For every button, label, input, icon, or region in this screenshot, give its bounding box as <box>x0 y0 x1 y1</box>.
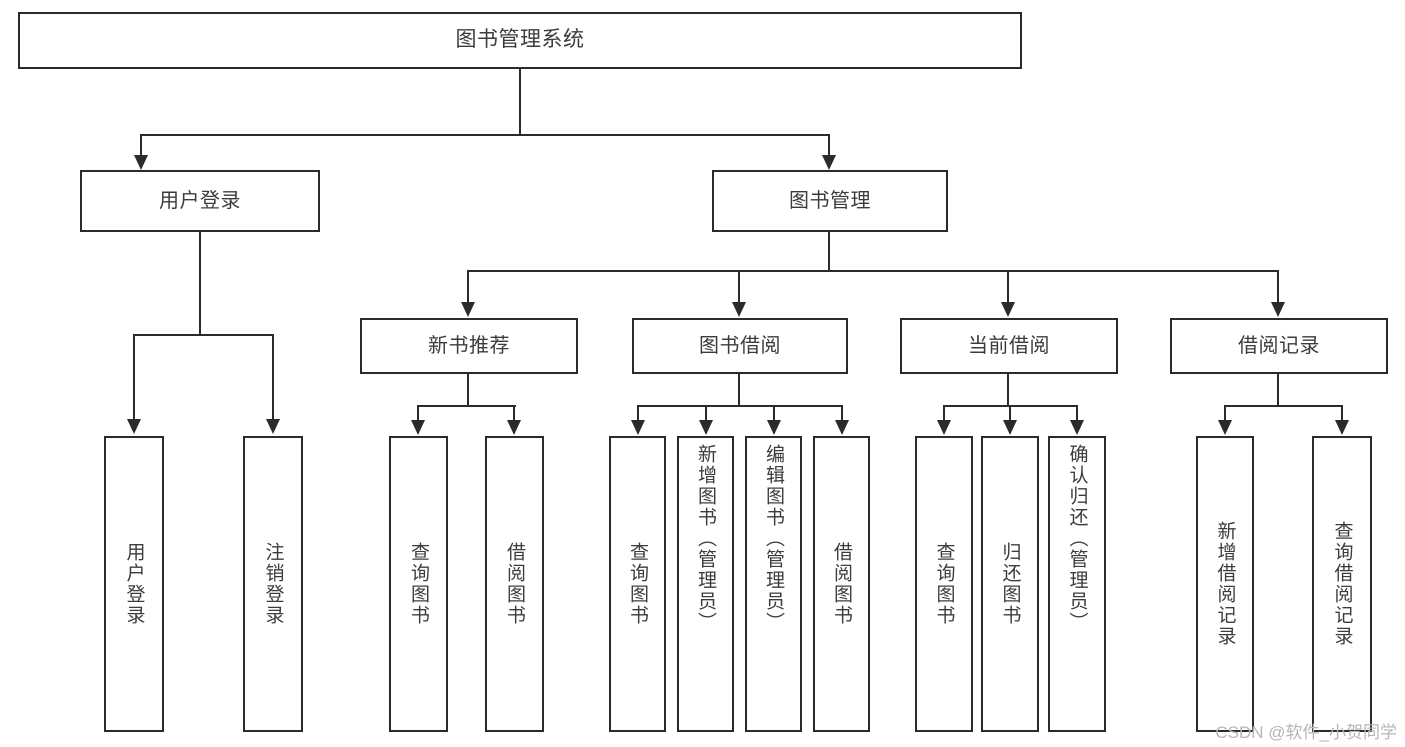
leaf-borrow-book[interactable]: 借阅图书 <box>813 436 870 732</box>
arrow-bm-child-2 <box>732 302 746 317</box>
arrow-cb-child-2 <box>1003 420 1017 435</box>
leaf-query-borrow-record[interactable]: 查询借阅记录 <box>1312 436 1372 732</box>
arrow-root-to-book-management <box>822 155 836 170</box>
node-book-management[interactable]: 图书管理 <box>712 170 948 232</box>
leaf-user-login[interactable]: 用户登录 <box>104 436 164 732</box>
node-label: 当前借阅 <box>968 334 1050 357</box>
node-current-borrow[interactable]: 当前借阅 <box>900 318 1118 374</box>
node-label: 借阅记录 <box>1238 334 1320 357</box>
connector-bm-child-2 <box>738 270 740 303</box>
leaf-borrow-book-recommend[interactable]: 借阅图书 <box>485 436 544 732</box>
connector-bm-child-3 <box>1007 270 1009 303</box>
connector-cb-child-1 <box>943 405 945 421</box>
arrow-root-to-user-login <box>134 155 148 170</box>
connector-root-to-book-management <box>828 134 830 156</box>
connector-root-stem <box>519 69 521 134</box>
arrow-cb-child-3 <box>1070 420 1084 435</box>
connector-user-login-stem <box>199 232 201 336</box>
connector-book-management-stem <box>828 232 830 272</box>
arrow-bb-child-1 <box>631 420 645 435</box>
node-borrow-record[interactable]: 借阅记录 <box>1170 318 1388 374</box>
connector-user-login-child-1 <box>133 334 135 420</box>
node-label: 新书推荐 <box>428 334 510 357</box>
arrow-nbr-child-1 <box>411 420 425 435</box>
node-label: 图书管理系统 <box>455 28 585 52</box>
arrow-nbr-child-2 <box>507 420 521 435</box>
connector-user-login-bus <box>134 334 274 336</box>
arrow-br-child-1 <box>1218 420 1232 435</box>
node-new-book-recommend[interactable]: 新书推荐 <box>360 318 578 374</box>
connector-bb-bus <box>638 405 843 407</box>
node-label: 新增借阅记录 <box>1214 521 1236 647</box>
connector-cb-bus <box>944 405 1078 407</box>
connector-root-to-user-login <box>140 134 142 156</box>
connector-nbr-bus <box>418 405 516 407</box>
node-label: 新增图书（管理员） <box>695 444 716 633</box>
leaf-add-book-admin[interactable]: 新增图书（管理员） <box>677 436 734 732</box>
connector-cb-child-3 <box>1076 405 1078 421</box>
node-label: 注销登录 <box>262 542 284 626</box>
connector-nbr-child-1 <box>417 405 419 421</box>
connector-br-bus <box>1225 405 1343 407</box>
leaf-query-book-borrow[interactable]: 查询图书 <box>609 436 666 732</box>
node-label: 用户登录 <box>159 189 241 212</box>
connector-bb-child-4 <box>841 405 843 421</box>
connector-bm-child-4 <box>1277 270 1279 303</box>
arrow-bm-child-3 <box>1001 302 1015 317</box>
node-label: 用户登录 <box>123 542 145 626</box>
node-label: 查询图书 <box>408 542 429 626</box>
leaf-query-book-current[interactable]: 查询图书 <box>915 436 973 732</box>
node-label: 借阅图书 <box>831 542 852 626</box>
node-label: 查询图书 <box>933 542 955 626</box>
connector-bb-child-3 <box>773 405 775 421</box>
node-label: 图书管理 <box>789 189 871 212</box>
connector-br-child-2 <box>1341 405 1343 421</box>
connector-book-management-bus <box>468 270 1279 272</box>
node-user-login[interactable]: 用户登录 <box>80 170 320 232</box>
arrow-bb-child-3 <box>767 420 781 435</box>
leaf-return-book[interactable]: 归还图书 <box>981 436 1039 732</box>
connector-bb-child-1 <box>637 405 639 421</box>
arrow-bb-child-4 <box>835 420 849 435</box>
arrow-bm-child-1 <box>461 302 475 317</box>
leaf-logout[interactable]: 注销登录 <box>243 436 303 732</box>
node-label: 归还图书 <box>999 542 1021 626</box>
connector-user-login-child-2 <box>272 334 274 420</box>
connector-root-bus <box>140 134 830 136</box>
node-book-management-system[interactable]: 图书管理系统 <box>18 12 1022 69</box>
leaf-query-book-recommend[interactable]: 查询图书 <box>389 436 448 732</box>
connector-br-stem <box>1277 374 1279 407</box>
connector-nbr-stem <box>467 374 469 407</box>
leaf-confirm-return-admin[interactable]: 确认归还（管理员） <box>1048 436 1106 732</box>
connector-cb-child-2 <box>1009 405 1011 421</box>
node-label: 编辑图书（管理员） <box>763 444 784 633</box>
connector-br-child-1 <box>1224 405 1226 421</box>
leaf-edit-book-admin[interactable]: 编辑图书（管理员） <box>745 436 802 732</box>
node-label: 图书借阅 <box>699 334 781 357</box>
connector-cb-stem <box>1007 374 1009 407</box>
connector-bm-child-1 <box>467 270 469 303</box>
connector-nbr-child-2 <box>513 405 515 421</box>
node-label: 查询图书 <box>627 542 648 626</box>
arrow-cb-child-1 <box>937 420 951 435</box>
leaf-add-borrow-record[interactable]: 新增借阅记录 <box>1196 436 1254 732</box>
connector-bb-stem <box>738 374 740 407</box>
node-book-borrow[interactable]: 图书借阅 <box>632 318 848 374</box>
connector-bb-child-2 <box>705 405 707 421</box>
arrow-bb-child-2 <box>699 420 713 435</box>
arrow-br-child-2 <box>1335 420 1349 435</box>
arrow-bm-child-4 <box>1271 302 1285 317</box>
node-label: 确认归还（管理员） <box>1066 444 1088 633</box>
csdn-watermark: CSDN @软件_小贺同学 <box>1215 723 1397 742</box>
node-label: 查询借阅记录 <box>1331 521 1353 647</box>
node-label: 借阅图书 <box>504 542 525 626</box>
arrow-user-login-child-2 <box>266 419 280 434</box>
arrow-user-login-child-1 <box>127 419 141 434</box>
